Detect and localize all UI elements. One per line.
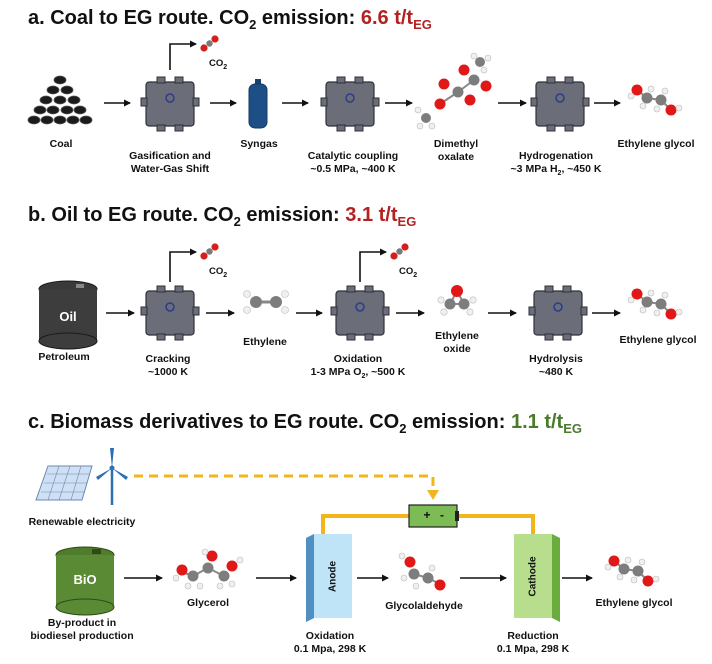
ethylene-glycol-molecule-icon [627, 83, 683, 117]
ethylene-glycol-molecule-icon [627, 287, 683, 321]
section-c-title: c. Biomass derivatives to EG route. CO2 … [28, 411, 582, 436]
cathode-wire [455, 514, 535, 538]
syngas-label: Syngas [240, 138, 278, 150]
section-a-title: a. Coal to EG route. CO2 emission: 6.6 t… [28, 7, 432, 32]
co2-molecule-icon [390, 243, 409, 260]
ethylene-glycol-label: Ethylene glycol [619, 334, 697, 346]
power-arrowhead [427, 490, 439, 500]
coal-label: Coal [49, 138, 73, 150]
battery-plus-label: + [423, 508, 431, 522]
syngas-cylinder-icon [248, 79, 268, 129]
dimethyl-oxalate-molecule-icon [414, 52, 492, 130]
co2-release-arrow [169, 40, 197, 70]
battery-minus-label: - [440, 508, 444, 522]
wind-turbine-icon [96, 448, 128, 505]
ethylene-oxide-molecule-icon [437, 285, 477, 316]
coal-stack-icon [27, 75, 93, 125]
petroleum-label: Petroleum [38, 351, 90, 363]
oxidation-reactor-icon [330, 285, 390, 341]
solar-panel-icon [35, 465, 93, 501]
co2-release-arrow [169, 248, 197, 282]
co2-label: CO2 [399, 266, 418, 279]
ethylene-glycol-label: Ethylene glycol [595, 597, 673, 609]
cathode-label: Cathode [527, 556, 539, 597]
anode-electrode-icon [306, 534, 352, 622]
cracking-reactor-icon [140, 285, 200, 341]
gasifier-reactor-icon [140, 76, 200, 132]
hydrogenation-label: Hydrogenation~3 MPa H2, ~450 K [510, 150, 602, 178]
ethylene-label: Ethylene [243, 336, 287, 348]
co2-label: CO2 [209, 58, 228, 71]
anode-label: Anode [327, 560, 339, 593]
oil-barrel-icon [38, 280, 98, 350]
co2-molecule-icon [200, 243, 219, 260]
power-supply-dashed-line [134, 474, 435, 496]
glycerol-molecule-icon [172, 548, 244, 590]
glycolaldehyde-label: Glycolaldehyde [385, 600, 463, 612]
bio-barrel-label: BiO [73, 572, 97, 587]
co2-molecule-icon [200, 35, 219, 52]
cathode-electrode-icon [514, 534, 560, 622]
co2-release-arrow [359, 248, 387, 282]
hydrolysis-reactor-icon [528, 285, 588, 341]
hydrolysis-label: Hydrolysis~480 K [529, 353, 583, 378]
coupling-reactor-icon [320, 76, 380, 132]
battery-icon [408, 504, 458, 528]
hydrogenation-reactor-icon [530, 76, 590, 132]
renewable-electricity-label: Renewable electricity [28, 516, 136, 528]
co2-label: CO2 [209, 266, 228, 279]
oil-barrel-label: Oil [59, 309, 77, 324]
glycolaldehyde-molecule-icon [398, 552, 446, 591]
cracking-label: Cracking~1000 K [145, 353, 191, 378]
ethylene-glycol-molecule-icon [604, 554, 660, 588]
anode-wire [321, 514, 411, 538]
bio-barrel-icon [55, 546, 115, 616]
section-b-title: b. Oil to EG route. CO2 emission: 3.1 t/… [28, 204, 417, 229]
ethylene-glycol-label: Ethylene glycol [617, 138, 695, 150]
catalytic-coupling-label: Catalytic coupling~0.5 MPa, ~400 K [307, 150, 399, 175]
glycerol-label: Glycerol [186, 597, 230, 609]
ethylene-molecule-icon [243, 290, 289, 314]
